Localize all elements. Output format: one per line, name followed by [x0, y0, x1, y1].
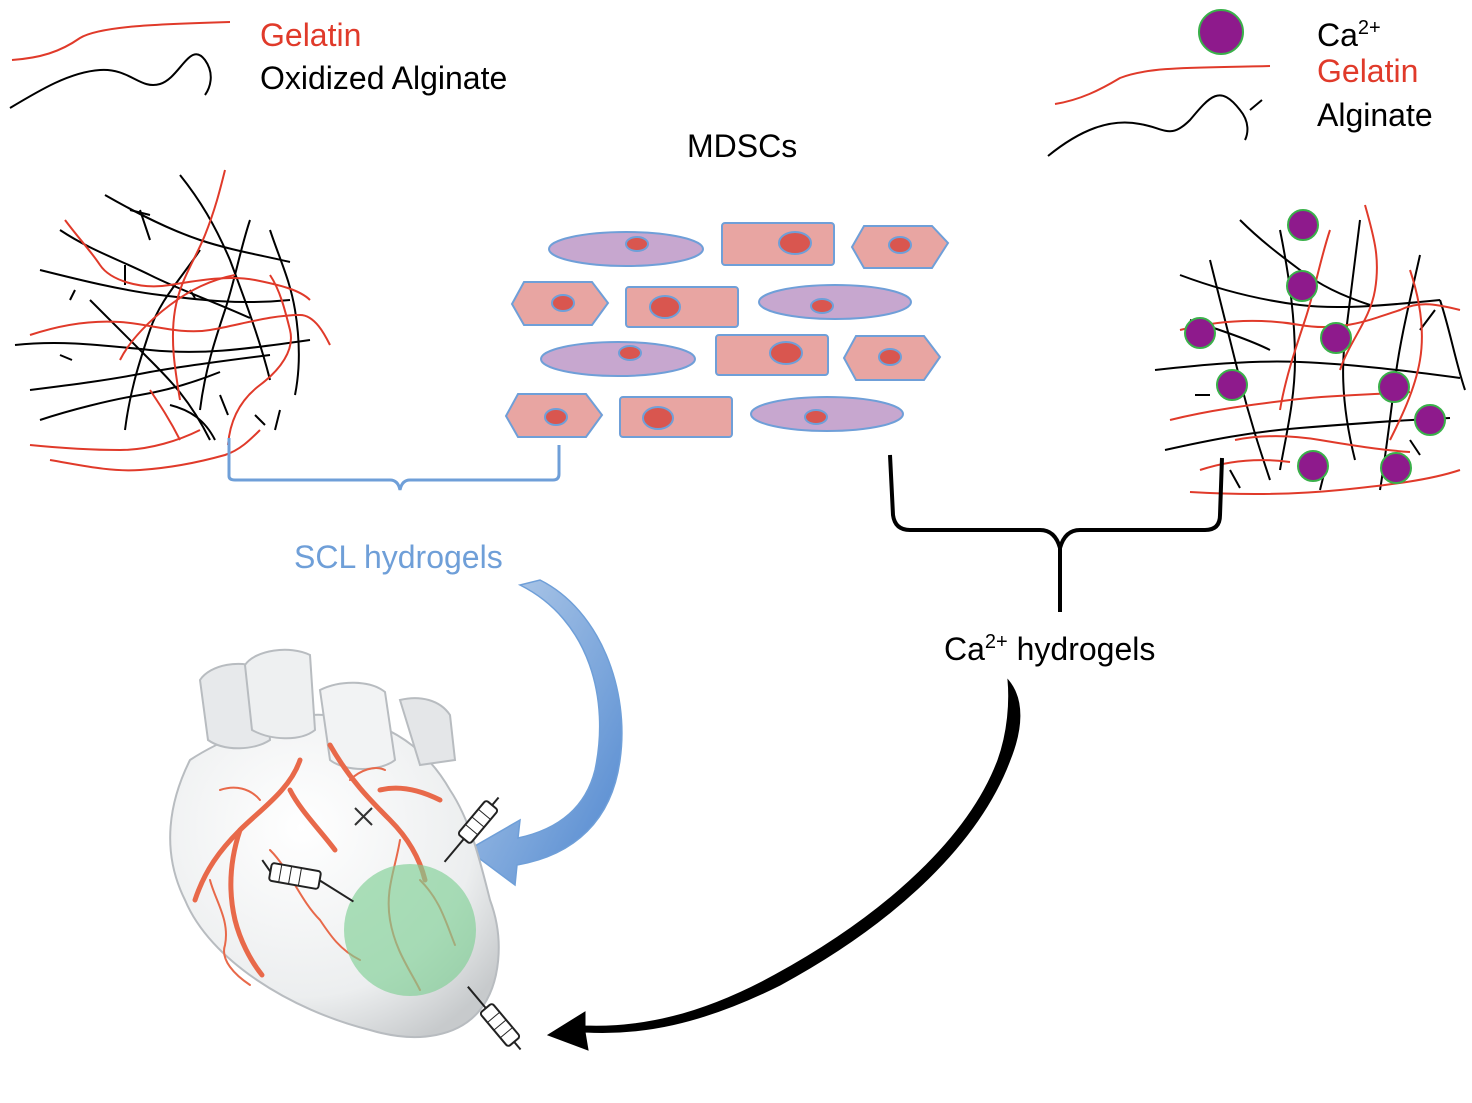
cell-rectangular	[619, 396, 733, 438]
cell-elongated	[540, 341, 696, 377]
calcium-ion	[1378, 371, 1410, 403]
cell-nucleus	[769, 341, 803, 365]
cell-elongated	[548, 231, 704, 267]
calcium-ion	[1320, 322, 1352, 354]
legend-calcium-label: Ca2+	[1317, 17, 1381, 53]
x-mark-icon	[354, 807, 373, 826]
legend-oxidized-alginate-label: Oxidized Alginate	[260, 60, 507, 96]
calcium-hydrogels-label: Ca2+ hydrogels	[944, 631, 1155, 667]
calcium-ion	[1287, 209, 1319, 241]
cell-rectangular	[721, 222, 835, 266]
scl-polymer-network	[14, 169, 331, 472]
scl-hydrogels-label: SCL hydrogels	[294, 539, 503, 575]
alginate-legend-line-right	[1047, 94, 1263, 157]
mdsc-cell-cluster	[504, 222, 950, 438]
calcium-polymer-network	[1154, 204, 1466, 496]
syringe-icon	[261, 859, 354, 903]
scl-injection-arrow	[466, 579, 623, 887]
cell-nucleus	[618, 345, 642, 361]
cell-nucleus	[810, 298, 834, 314]
cell-nucleus	[625, 236, 649, 252]
calcium-ion	[1297, 450, 1329, 482]
legend-left: Gelatin Oxidized Alginate	[9, 17, 507, 109]
calcium-injection-arrow	[546, 678, 1021, 1051]
cell-nucleus	[804, 409, 828, 425]
cell-nucleus	[544, 408, 568, 426]
cell-nucleus	[551, 294, 575, 312]
calcium-ion	[1414, 404, 1446, 436]
cell-elongated	[758, 284, 912, 320]
coronary-arteries	[192, 742, 443, 978]
syringe-icon	[443, 796, 500, 863]
legend-gelatin-label-right: Gelatin	[1317, 53, 1418, 89]
legend-alginate-label-right: Alginate	[1317, 97, 1433, 133]
calcium-ion-legend-icon	[1198, 9, 1244, 55]
infarct-zone	[344, 864, 476, 996]
calcium-ion	[1184, 317, 1216, 349]
calcium-ion	[1286, 270, 1318, 302]
cell-nucleus	[642, 406, 674, 430]
legend-right: Ca2+ Gelatin Alginate	[1047, 9, 1433, 157]
calcium-ion-group	[1184, 209, 1446, 484]
syringe-icon	[467, 986, 522, 1051]
cell-nucleus	[649, 295, 681, 319]
cell-nucleus	[778, 231, 812, 255]
legend-gelatin-label: Gelatin	[260, 17, 361, 53]
mdscs-label: MDSCs	[687, 128, 797, 164]
cell-rectangular	[625, 286, 739, 328]
cell-nucleus	[878, 348, 902, 366]
calcium-bracket	[888, 454, 1224, 612]
calcium-ion	[1380, 452, 1412, 484]
cell-nucleus	[888, 236, 912, 254]
scl-bracket	[227, 438, 561, 491]
alginate-legend-line	[9, 53, 212, 109]
gelatin-legend-line	[11, 21, 231, 61]
heart-illustration	[169, 648, 522, 1051]
calcium-ion	[1216, 369, 1248, 401]
gelatin-legend-line-right	[1054, 65, 1271, 105]
